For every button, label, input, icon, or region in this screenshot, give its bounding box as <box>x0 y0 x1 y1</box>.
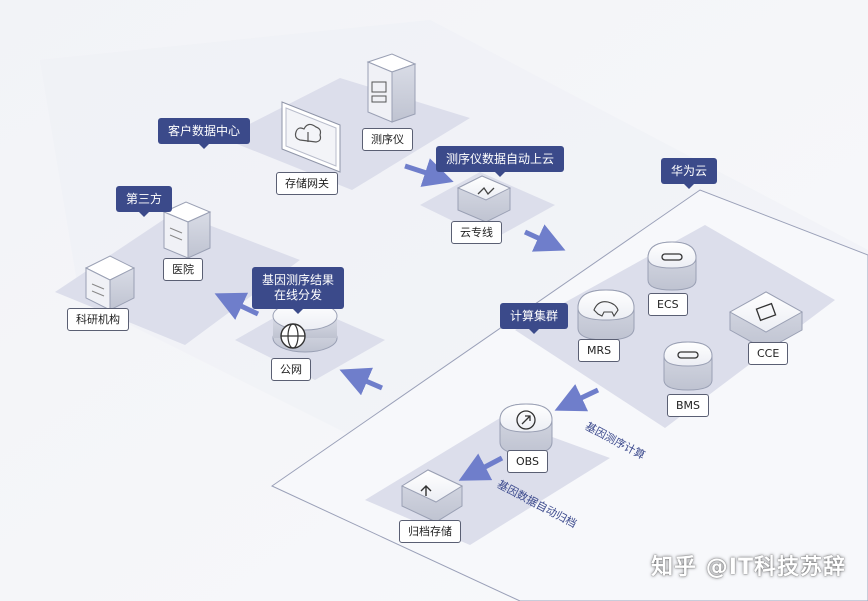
mrs-label: MRS <box>578 339 621 362</box>
arrow-public-to-third-party <box>214 292 260 320</box>
compute-cluster-tag: 计算集群 <box>500 303 569 334</box>
arrow-sequencer-to-directconnect <box>404 158 454 187</box>
result-distribution-callout: 基因测序结果 在线分发 <box>252 267 345 314</box>
ecs-node <box>647 241 697 291</box>
cce-node <box>728 291 804 351</box>
storage-gateway-label: 存储网关 <box>276 172 338 195</box>
cloud-upload-icon <box>294 123 322 143</box>
direct-connect-node <box>456 175 512 223</box>
callout-line-1: 基因测序结果 <box>262 273 335 287</box>
research-institute-label: 科研机构 <box>67 308 129 331</box>
sequencer-node <box>366 53 417 123</box>
archive-storage-label: 归档存储 <box>399 520 461 543</box>
third-party-tag: 第三方 <box>116 186 173 217</box>
chip-icon <box>661 253 683 261</box>
arrow-up-icon <box>420 485 432 496</box>
obs-label: OBS <box>507 450 548 473</box>
sequencer-label: 测序仪 <box>362 128 413 151</box>
bms-node <box>663 341 713 391</box>
gateway-icon <box>477 186 495 196</box>
globe-icon <box>280 323 306 349</box>
public-network-label: 公网 <box>271 358 311 381</box>
arrow-compute-to-obs <box>554 384 600 412</box>
building-icon <box>91 283 105 297</box>
hospital-label: 医院 <box>163 258 203 281</box>
container-icon <box>755 302 777 322</box>
research-institute-node <box>84 255 136 311</box>
server-rack-icon <box>371 81 387 103</box>
sequencer-upload-callout: 测序仪数据自动上云 <box>436 146 565 177</box>
arrow-cloud-to-public <box>339 367 383 396</box>
huawei-cloud-tag: 华为云 <box>661 158 718 189</box>
arrow-obs-to-archive <box>458 453 504 481</box>
watermark: 知乎 @IT科技苏辞 <box>651 555 846 580</box>
mrs-node <box>577 289 635 341</box>
archive-storage-node <box>400 469 464 523</box>
hospital-node <box>162 201 212 259</box>
public-network-node <box>272 301 338 353</box>
obs-node <box>499 403 553 455</box>
arrow-up-icon <box>516 410 536 430</box>
chip-icon <box>677 351 699 359</box>
callout-line-2: 在线分发 <box>274 288 323 302</box>
bms-label: BMS <box>667 394 710 417</box>
customer-dc-tag: 客户数据中心 <box>158 118 251 149</box>
ecs-label: ECS <box>648 293 688 316</box>
arrow-directconnect-to-cloud <box>523 224 566 252</box>
storage-gateway-node <box>281 101 341 173</box>
building-icon <box>169 227 183 241</box>
elephant-icon <box>593 301 619 318</box>
cce-label: CCE <box>748 342 789 365</box>
compute-cluster-platform <box>515 225 835 428</box>
direct-connect-label: 云专线 <box>451 221 502 244</box>
